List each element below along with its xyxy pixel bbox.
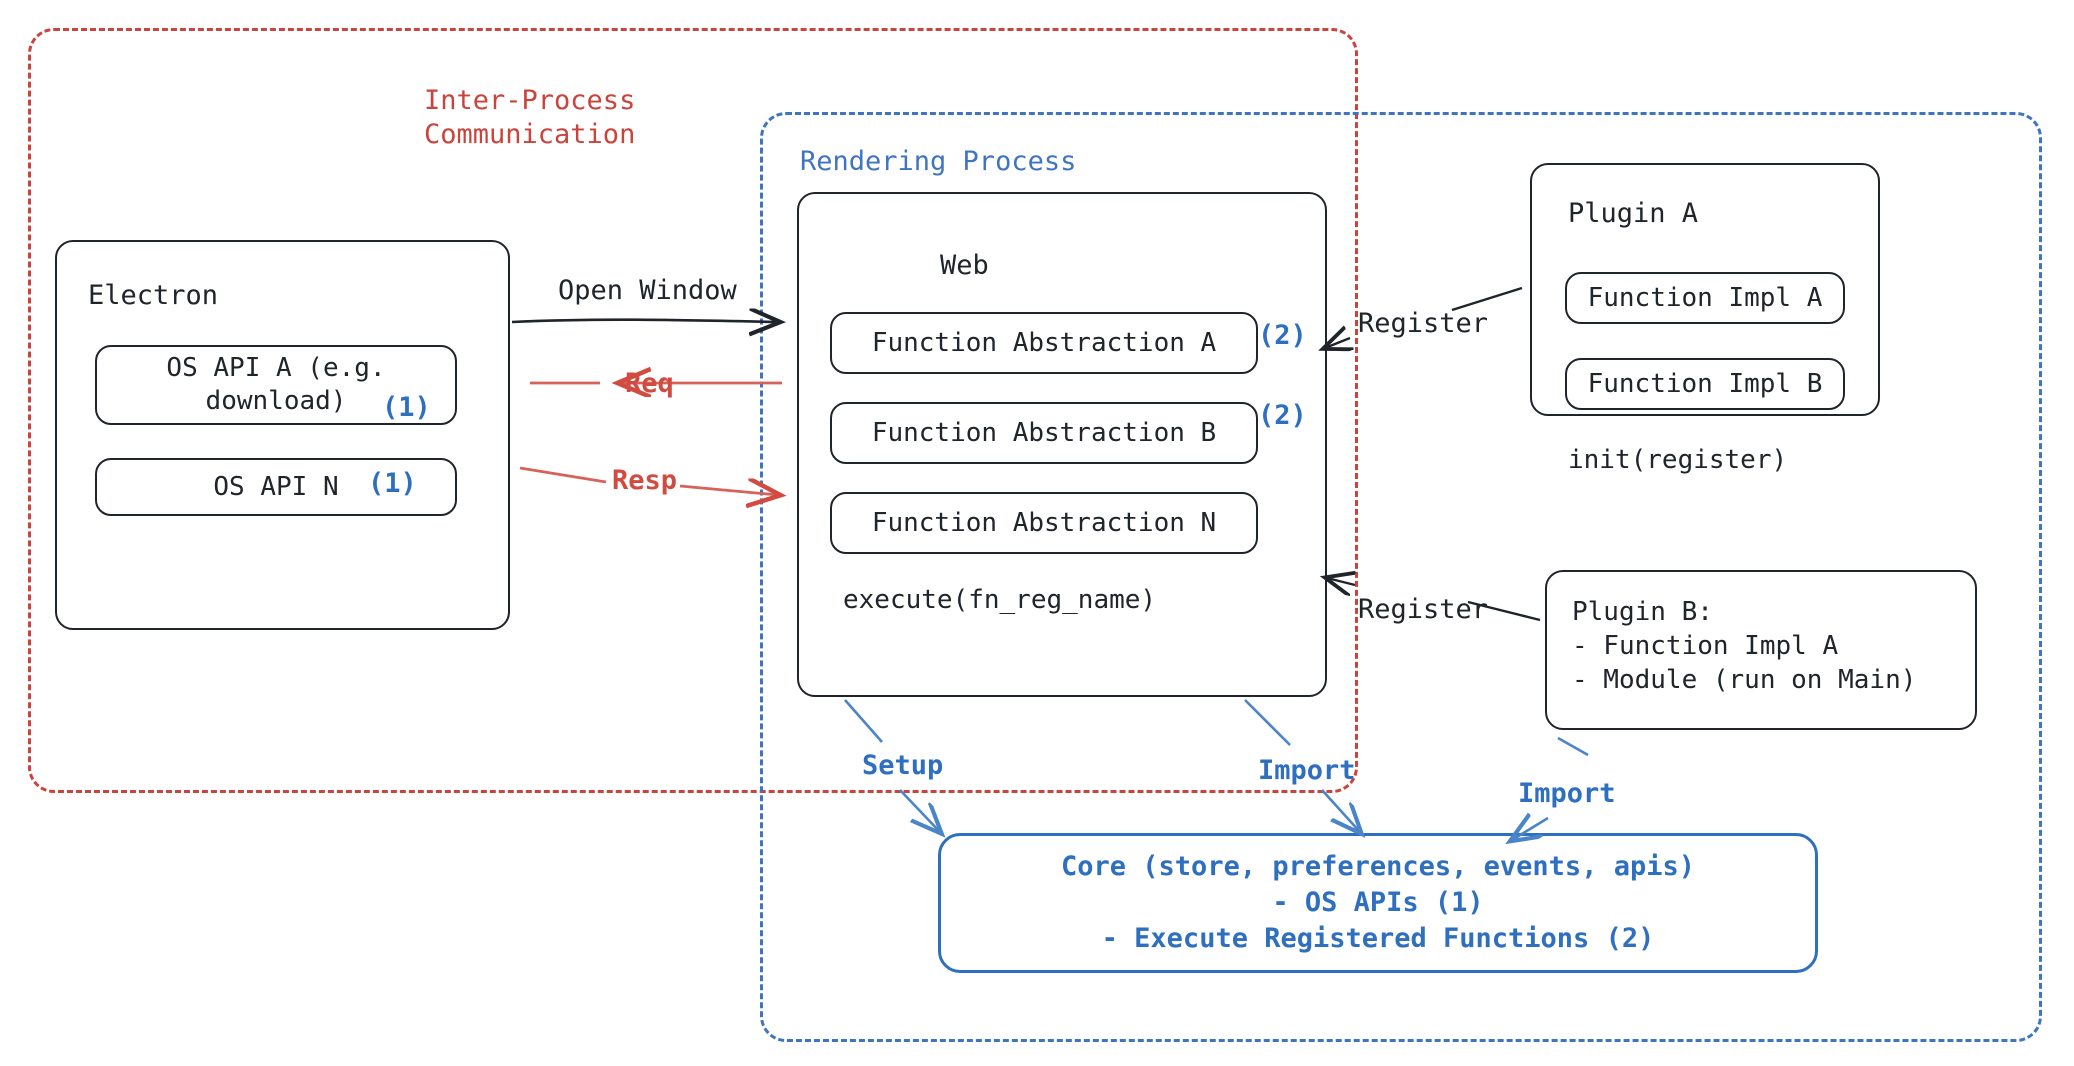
function-abstraction-b-badge: (2) <box>1258 400 1307 431</box>
register-plugin-a-label: Register <box>1358 308 1489 339</box>
os-api-n-box: OS API N <box>95 458 457 516</box>
open-window-label: Open Window <box>558 275 737 306</box>
setup-label: Setup <box>862 750 944 781</box>
core-text: Core (store, preferences, events, apis) … <box>1061 851 1695 954</box>
plugin-b-box <box>1545 570 1977 730</box>
import-plugin-b-label: Import <box>1518 778 1616 809</box>
ipc-region-boundary <box>28 28 1358 793</box>
ipc-region-title: Inter-Process Communication <box>424 85 636 150</box>
core-box: Core (store, preferences, events, apis) … <box>938 833 1818 973</box>
function-impl-b-box: Function Impl B <box>1565 358 1845 410</box>
plugin-b-text: Plugin B: - Function Impl A - Module (ru… <box>1572 597 1917 695</box>
function-abstraction-a-box: Function Abstraction A <box>830 312 1258 374</box>
rendering-process-region-title: Rendering Process <box>800 146 1077 177</box>
init-register-text: init(register) <box>1568 445 1788 475</box>
electron-box <box>55 240 510 630</box>
req-label: Req <box>625 368 674 399</box>
function-abstraction-a-badge: (2) <box>1258 320 1307 351</box>
os-api-a-badge: (1) <box>382 392 431 423</box>
electron-title: Electron <box>88 280 219 311</box>
execute-function-text: execute(fn_reg_name) <box>843 585 1157 615</box>
os-api-n-badge: (1) <box>368 468 417 499</box>
os-api-a-box: OS API A (e.g. download) <box>95 345 457 425</box>
web-title: Web <box>940 250 989 281</box>
resp-label: Resp <box>612 465 678 496</box>
register-plugin-b-label: Register <box>1358 594 1489 625</box>
function-impl-a-box: Function Impl A <box>1565 272 1845 324</box>
function-abstraction-n-box: Function Abstraction N <box>830 492 1258 554</box>
function-abstraction-b-box: Function Abstraction B <box>830 402 1258 464</box>
rendering-process-region-boundary <box>760 112 2042 1042</box>
plugin-a-title: Plugin A <box>1568 198 1699 229</box>
import-web-label: Import <box>1258 755 1356 786</box>
